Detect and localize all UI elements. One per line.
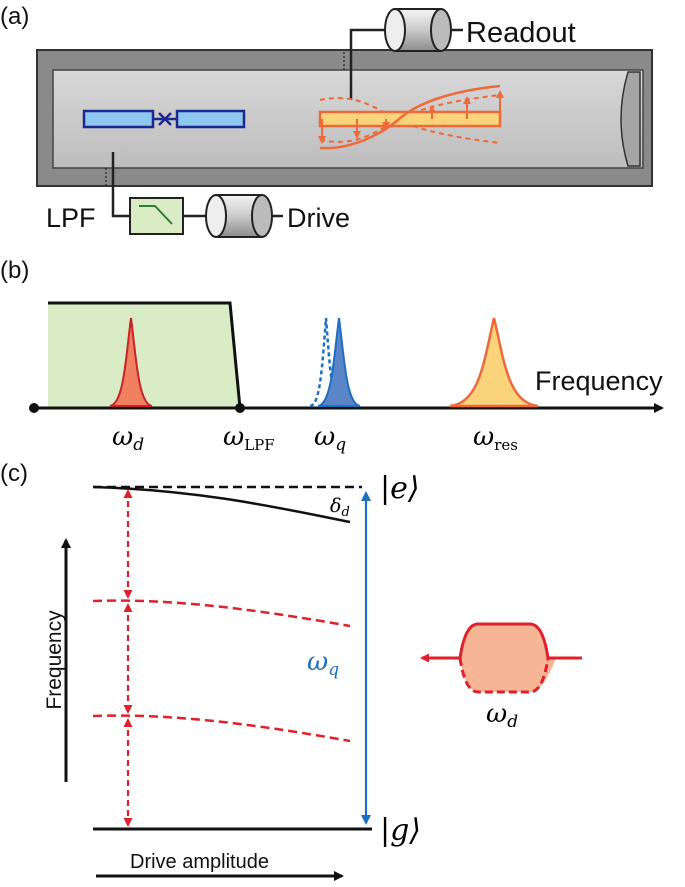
lpf-filter-box bbox=[129, 197, 184, 235]
drive-line bbox=[111, 152, 130, 218]
lpf-cutoff-dot bbox=[235, 403, 245, 413]
panel-b: (b) Frequency ωd ωLPF ωq ωres bbox=[0, 257, 664, 455]
dressed-level-2 bbox=[92, 714, 351, 743]
drive-connector-icon bbox=[205, 194, 283, 238]
panel-a-label: (a) bbox=[0, 3, 29, 30]
readout-label: Readout bbox=[466, 17, 576, 49]
omega-lpf-label: ωLPF bbox=[223, 422, 275, 454]
resonator bbox=[318, 84, 504, 150]
frequency-axis-label: Frequency bbox=[535, 366, 663, 396]
y-axis-label: Frequency bbox=[43, 610, 66, 710]
readout-line bbox=[349, 28, 395, 100]
drive-pulse-icon bbox=[420, 622, 582, 694]
state-e-label: |e⟩ bbox=[380, 471, 420, 506]
x-axis-label: Drive amplitude bbox=[130, 851, 269, 873]
josephson-junction-icon bbox=[158, 112, 172, 126]
excited-level-shifted bbox=[92, 485, 351, 524]
readout-connector-icon bbox=[384, 8, 463, 52]
state-g-label: |g⟩ bbox=[380, 813, 421, 848]
filter-edge bbox=[48, 301, 242, 409]
dressed-level-1 bbox=[92, 599, 351, 628]
panel-a: (a) Readout bbox=[0, 3, 653, 238]
panel-c-label: (c) bbox=[0, 460, 28, 487]
omega-q-transition-label: ωq bbox=[307, 647, 339, 680]
resonator-peak bbox=[449, 317, 539, 408]
qubit-chip bbox=[82, 109, 246, 129]
panel-c: (c) Frequency Drive amplitude ωq δd |e⟩ … bbox=[0, 460, 582, 881]
panel-b-label: (b) bbox=[0, 257, 29, 284]
omega-q-label: ωq bbox=[314, 422, 346, 455]
filter-passband bbox=[48, 303, 240, 408]
omega-d-label: ωd bbox=[112, 422, 144, 455]
drive-peak bbox=[109, 317, 153, 407]
axis-origin-dot bbox=[29, 403, 39, 413]
cavity-end-cap bbox=[620, 71, 641, 167]
omega-res-label: ωres bbox=[473, 422, 518, 454]
qubit-peak bbox=[317, 317, 361, 407]
omega-d-pulse-label: ωd bbox=[486, 699, 518, 732]
drive-label: Drive bbox=[287, 203, 350, 233]
delta-d-label: δd bbox=[330, 495, 350, 520]
lpf-label: LPF bbox=[46, 203, 96, 233]
